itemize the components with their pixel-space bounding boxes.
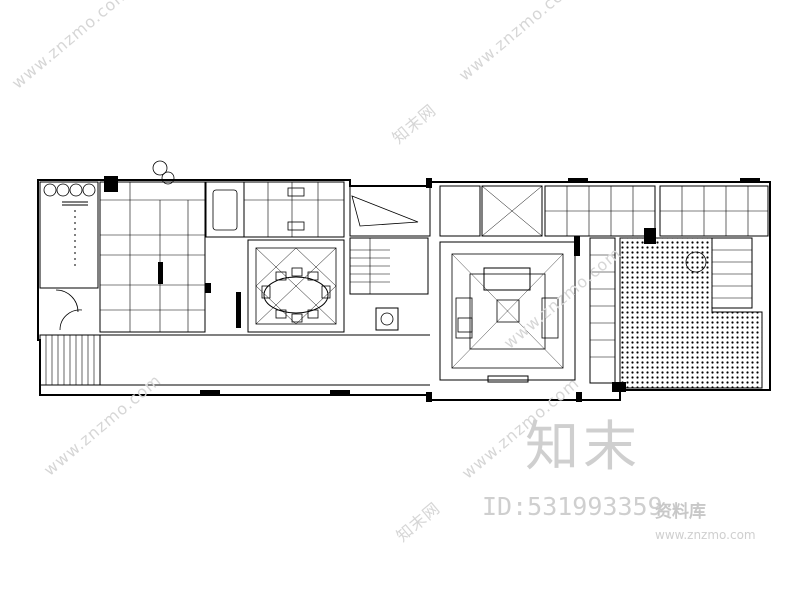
- sofa-set-icon: [483, 267, 531, 291]
- elevator-hall: [481, 185, 543, 237]
- side-stair: [589, 237, 616, 384]
- entry-hall: [349, 185, 431, 237]
- fireplace: [375, 307, 399, 331]
- kitchen: [243, 181, 345, 238]
- right-stair: [711, 237, 753, 309]
- dotted-terrace: [619, 237, 763, 389]
- tree-icon: [43, 160, 707, 273]
- left-garden-room: [39, 181, 99, 289]
- dining-room: [247, 239, 345, 333]
- tile-room: [99, 181, 206, 333]
- dining-table-icon: [263, 276, 329, 314]
- living-room: [439, 241, 576, 381]
- storage-room: [439, 185, 481, 237]
